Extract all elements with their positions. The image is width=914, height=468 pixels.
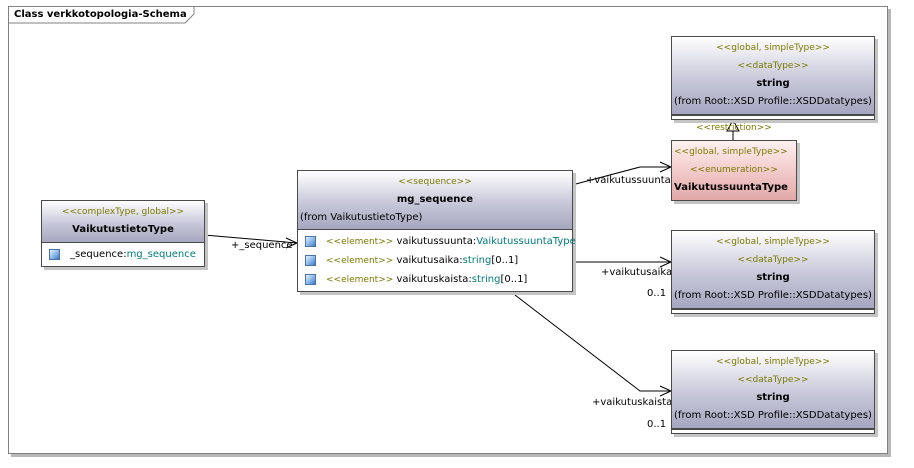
attribute-type: string (471, 274, 501, 285)
class-mg-sequence[interactable]: <<sequence>> mg_sequence (from Vaikutust… (297, 170, 576, 292)
class-header: <<sequence>> mg_sequence (from Vaikutust… (298, 171, 572, 230)
attribute-name: vaikutussuunta: (396, 236, 477, 247)
class-from: (from Root::XSD Profile::XSDDatatypes) (674, 96, 872, 107)
class-stereotype: <<global, simpleType>> (716, 357, 830, 367)
frame-tab-outline (9, 7, 195, 24)
attribute-suffix: [0..1] (491, 255, 519, 266)
frame-title: Class verkkotopologia-Schema (14, 9, 187, 20)
class-header: <<global, simpleType>> <<enumeration>> V… (672, 141, 796, 200)
attribute-keyword: <<element>> (326, 275, 394, 285)
attribute-suffix: [0..1] (500, 274, 528, 285)
class-compartment (672, 309, 874, 313)
class-vaikutussuuntatype[interactable]: <<global, simpleType>> <<enumeration>> V… (671, 140, 797, 201)
connector-vaikutussuunta[interactable] (571, 166, 671, 186)
attribute-keyword: <<element>> (326, 256, 394, 266)
attribute-icon (305, 236, 316, 247)
class-from: (from VaikutustietoType) (300, 212, 423, 223)
attribute-compartment: <<element>> vaikutussuunta:Vaikutussuunt… (298, 230, 576, 291)
attribute-type: VaikutussuuntaType (476, 236, 576, 247)
class-stereotype: <<global, simpleType>> (674, 147, 788, 157)
class-stereotype: <<dataType>> (737, 375, 809, 385)
class-stereotype: <<dataType>> (737, 255, 809, 265)
class-string-top[interactable]: <<global, simpleType>> <<dataType>> stri… (671, 36, 875, 120)
connector-sequence[interactable] (203, 234, 298, 244)
attribute-icon (305, 255, 316, 266)
class-stereotype: <<sequence>> (398, 177, 472, 187)
class-string-bottom[interactable]: <<global, simpleType>> <<dataType>> stri… (671, 350, 875, 434)
label-vaikutuskaista-role: +vaikutuskaista (592, 397, 673, 408)
attribute-row[interactable]: <<element>> vaikutusaika:string[0..1] (302, 251, 568, 270)
attribute-row[interactable]: <<element>> vaikutussuunta:Vaikutussuunt… (302, 232, 576, 251)
attribute-name: vaikutuskaista: (396, 274, 472, 285)
attribute-row[interactable]: <<element>> vaikutuskaista:string[0..1] (302, 270, 568, 289)
arrowhead-restriction (726, 118, 740, 132)
label-vaikutusaika-role: +vaikutusaika (601, 267, 673, 278)
class-header: <<complexType, global>> VaikutustietoTyp… (42, 201, 204, 243)
attribute-name: vaikutusaika: (396, 255, 463, 266)
class-name: string (756, 78, 790, 89)
attribute-icon (305, 274, 316, 285)
class-name: VaikutussuuntaType (674, 182, 788, 193)
class-from: (from Root::XSD Profile::XSDDatatypes) (674, 290, 872, 301)
connector-vaikutuskaista[interactable] (514, 294, 671, 392)
attribute-row[interactable]: _sequence:mg_sequence (46, 245, 200, 264)
label-vaikutuskaista-multiplicity: 0..1 (647, 419, 667, 430)
class-stereotype: <<enumeration>> (690, 165, 778, 175)
label-vaikutussuunta-role: +vaikutussuunta (586, 175, 671, 186)
class-stereotype: <<global, simpleType>> (716, 43, 830, 53)
class-vaikutustietotype[interactable]: <<complexType, global>> VaikutustietoTyp… (41, 200, 205, 267)
class-name: VaikutustietoType (72, 224, 174, 235)
attribute-type: string (462, 255, 492, 266)
attribute-keyword: <<element>> (326, 237, 394, 247)
label-sequence-role: +_sequence (231, 240, 293, 251)
class-stereotype: <<complexType, global>> (61, 207, 185, 217)
attribute-compartment: _sequence:mg_sequence (42, 243, 204, 266)
class-compartment (672, 115, 874, 119)
class-string-middle[interactable]: <<global, simpleType>> <<dataType>> stri… (671, 230, 875, 314)
attribute-name: _sequence: (70, 249, 127, 260)
class-name: mg_sequence (396, 194, 474, 205)
class-header: <<global, simpleType>> <<dataType>> stri… (672, 231, 874, 309)
label-vaikutusaika-multiplicity: 0..1 (647, 288, 667, 299)
attribute-type: mg_sequence (126, 249, 196, 260)
class-name: string (756, 272, 790, 283)
attribute-icon (49, 249, 60, 260)
class-header: <<global, simpleType>> <<dataType>> stri… (672, 351, 874, 429)
class-from: (from Root::XSD Profile::XSDDatatypes) (674, 410, 872, 421)
label-restriction: <<restriction>> (696, 123, 772, 133)
class-name: string (756, 392, 790, 403)
class-stereotype: <<dataType>> (737, 61, 809, 71)
class-header: <<global, simpleType>> <<dataType>> stri… (672, 37, 874, 115)
class-compartment (672, 429, 874, 433)
class-stereotype: <<global, simpleType>> (716, 237, 830, 247)
